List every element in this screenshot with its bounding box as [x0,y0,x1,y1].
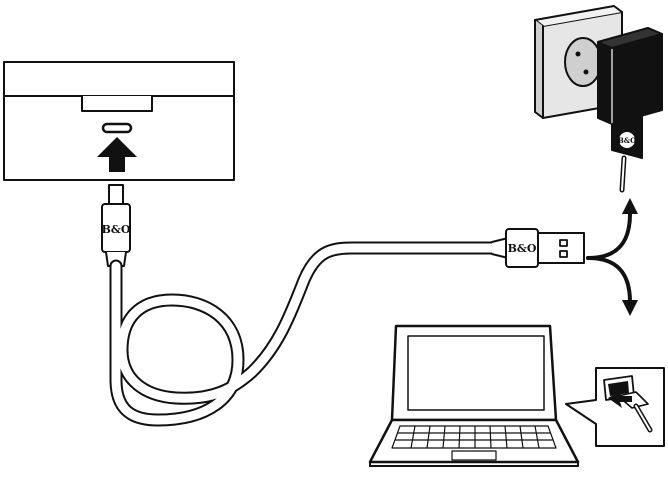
usb-a-plug-icon: B&O [491,228,585,268]
arrow-up-icon [97,137,137,172]
brand-logo: B&O [102,223,131,236]
cable [109,241,505,427]
brand-logo: B&O [508,242,537,255]
usb-c-plug-icon: B&O [101,184,131,267]
brand-logo: B&O [618,136,636,145]
keyboard [391,425,557,449]
laptop-icon [368,324,580,467]
split-arrow-icon [586,198,638,316]
usb-c-port-icon [101,122,133,134]
usb-port-callout [565,367,665,447]
wall-charger-icon: B&O [534,5,663,193]
